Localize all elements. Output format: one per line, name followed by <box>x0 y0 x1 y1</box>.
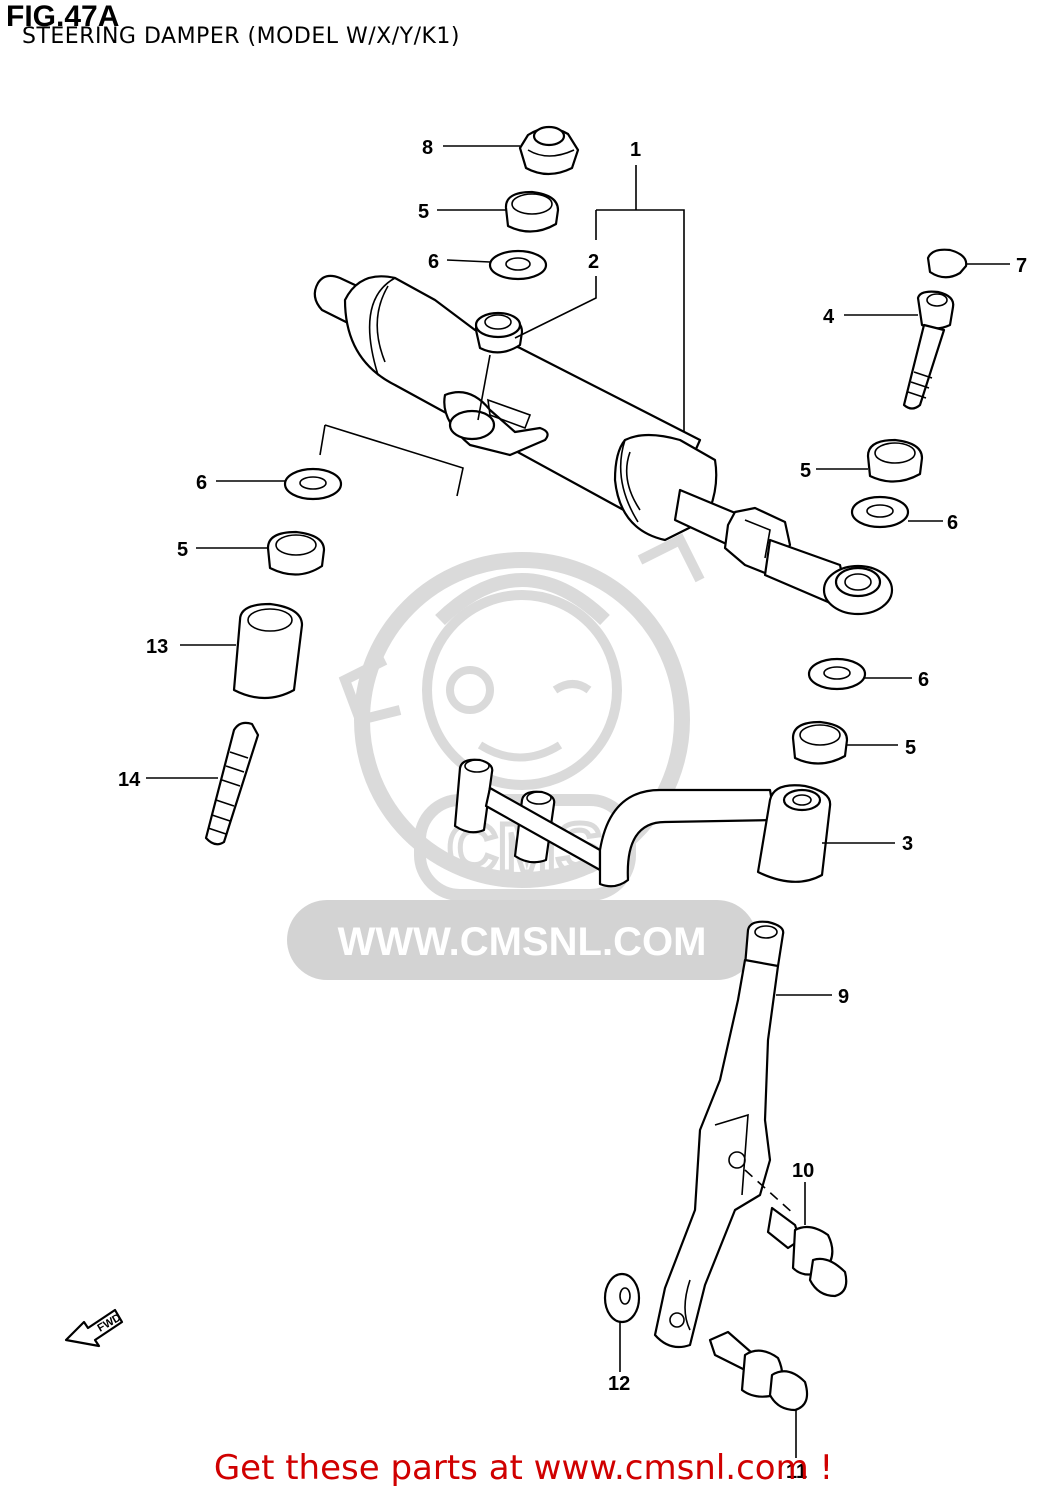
callout-6-right-top: 6 <box>947 512 958 534</box>
washer-12 <box>603 1272 641 1324</box>
steering-damper-assy <box>313 274 894 616</box>
spacer-5-right-top <box>866 438 924 483</box>
callout-5-right-top: 5 <box>800 460 811 482</box>
callout-7: 7 <box>1016 255 1027 277</box>
watermark-url-pill <box>287 900 757 980</box>
damper-cap <box>474 311 524 421</box>
spacer-5-top <box>504 190 560 233</box>
stay-9 <box>653 920 796 1349</box>
callout-5-left: 5 <box>177 539 188 561</box>
callout-3: 3 <box>902 833 913 855</box>
callout-5-right-mid: 5 <box>905 737 916 759</box>
callout-10: 10 <box>792 1160 814 1182</box>
stud-14 <box>204 721 260 846</box>
bolt-4 <box>902 290 955 410</box>
cap-7 <box>926 248 968 279</box>
leader-lines <box>146 145 1010 1458</box>
callout-12: 12 <box>608 1373 630 1395</box>
callout-6-left: 6 <box>196 472 207 494</box>
bracket-3 <box>453 758 832 888</box>
fwd-arrow-icon: FWD <box>64 1308 123 1348</box>
callout-5-top: 5 <box>418 201 429 223</box>
callout-2: 2 <box>588 251 599 273</box>
washer-6-right-top <box>850 495 910 529</box>
callout-6-top: 6 <box>428 251 439 273</box>
washer-6-top <box>488 249 548 281</box>
spacer-5-left <box>266 530 326 576</box>
watermark: CMS WWW.CMSNL.COM <box>287 533 757 980</box>
callout-8: 8 <box>422 137 433 159</box>
callout-9: 9 <box>838 986 849 1008</box>
callout-6-right-mid: 6 <box>918 669 929 691</box>
spacer-5-right-mid <box>791 720 849 765</box>
watermark-url-text: WWW.CMSNL.COM <box>338 920 707 964</box>
washer-6-right-mid <box>807 657 867 691</box>
callout-numbers: 1 2 3 4 5 5 5 5 6 6 6 6 7 8 9 10 11 12 1… <box>118 137 1027 1483</box>
collar-13 <box>232 602 304 700</box>
callout-4: 4 <box>823 306 835 328</box>
figure-subtitle: STEERING DAMPER (MODEL W/X/Y/K1) <box>22 24 460 49</box>
figure-title: FIG.47A <box>6 0 120 33</box>
nut-cap <box>518 125 580 176</box>
callout-11: 11 <box>786 1461 807 1483</box>
callout-13: 13 <box>146 636 168 658</box>
callout-14: 14 <box>118 769 141 791</box>
washer-6-left <box>283 467 343 501</box>
bolt-11 <box>708 1330 809 1412</box>
footer-promo-text: Get these parts at www.cmsnl.com ! <box>213 1448 834 1488</box>
callout-1: 1 <box>630 139 641 161</box>
bolt-10 <box>766 1206 848 1298</box>
